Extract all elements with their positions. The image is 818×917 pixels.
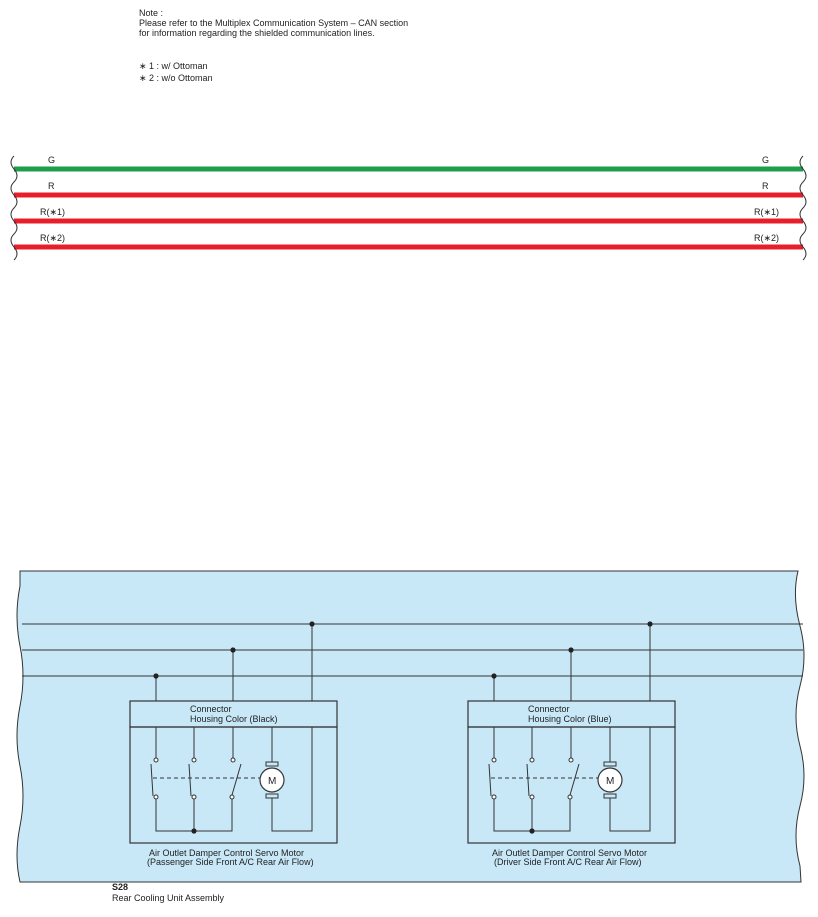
- junction-dot: [309, 621, 315, 627]
- switch-blade: [150, 763, 154, 797]
- ground-dot: [191, 828, 197, 834]
- legend-item-ottoman: ∗ 1 : w/ Ottoman: [139, 61, 208, 71]
- wire-harness: G G R R R(∗1) R(∗1) R(∗2) R(∗2): [10, 155, 807, 261]
- component-name: Air Outlet Damper Control Servo Motor: [492, 848, 647, 858]
- note-line: for information regarding the shielded c…: [139, 28, 375, 38]
- motor-symbol: M: [606, 776, 614, 787]
- legend-item-no-ottoman: ∗ 2 : w/o Ottoman: [139, 73, 213, 83]
- wire-red: R R: [14, 181, 803, 198]
- note: Note : Please refer to the Multiplex Com…: [139, 8, 408, 38]
- wire-label-right: R(∗2): [754, 233, 779, 243]
- terminal: [529, 794, 535, 800]
- terminal: [529, 757, 535, 763]
- note-line: Please refer to the Multiplex Communicat…: [139, 18, 409, 28]
- terminal: [191, 794, 197, 800]
- switch-blade: [526, 763, 530, 797]
- motor-icon: M: [259, 761, 285, 799]
- note-heading: Note :: [139, 8, 164, 18]
- component-name: Air Outlet Damper Control Servo Motor: [149, 848, 304, 858]
- rear-cooling-unit-panel: Connector Housing Color (Black) M Air: [16, 570, 805, 883]
- component-name-detail: (Passenger Side Front A/C Rear Air Flow): [147, 857, 314, 867]
- wire-label-right: R(∗1): [754, 207, 779, 217]
- terminal: [491, 757, 497, 763]
- terminal: [230, 757, 236, 763]
- terminal: [491, 794, 497, 800]
- assembly-caption: S28 Rear Cooling Unit Assembly: [112, 882, 224, 904]
- junction-dot: [491, 673, 497, 679]
- connector-color-label: Housing Color (Blue): [528, 714, 612, 724]
- switch-blade: [488, 763, 492, 797]
- wire-label-left: R: [48, 181, 55, 191]
- terminal: [191, 757, 197, 763]
- motor-symbol: M: [268, 776, 276, 787]
- wire-red-no-ottoman: R(∗2) R(∗2): [14, 233, 803, 250]
- terminal: [153, 794, 159, 800]
- assembly-background: [16, 570, 805, 883]
- wire-label-left: R(∗2): [40, 233, 65, 243]
- break-mark-left: [10, 155, 18, 261]
- switch-blade: [569, 763, 580, 796]
- connector-label: Connector: [528, 704, 570, 714]
- terminal: [568, 757, 574, 763]
- junction-dot: [153, 673, 159, 679]
- switch-blade: [231, 763, 242, 796]
- option-legend: ∗ 1 : w/ Ottoman ∗ 2 : w/o Ottoman: [139, 60, 213, 84]
- junction-dot: [230, 647, 236, 653]
- wire-label-left: R(∗1): [40, 207, 65, 217]
- ground-dot: [529, 828, 535, 834]
- break-mark-right: [799, 155, 807, 261]
- connector-color-label: Housing Color (Black): [190, 714, 278, 724]
- assembly-code: S28: [112, 882, 129, 892]
- switch-blade: [188, 763, 192, 797]
- terminal: [229, 794, 235, 800]
- wire-red-ottoman: R(∗1) R(∗1): [14, 207, 803, 224]
- wire-green: G G: [14, 155, 803, 172]
- junction-dot: [568, 647, 574, 653]
- connector-label: Connector: [190, 704, 232, 714]
- wire-label-right: G: [762, 155, 769, 165]
- servo-motor-passenger: Connector Housing Color (Black) M Air: [129, 621, 338, 867]
- terminal: [567, 794, 573, 800]
- wire-label-right: R: [762, 181, 769, 191]
- motor-icon: M: [597, 761, 623, 799]
- assembly-name: Rear Cooling Unit Assembly: [112, 893, 225, 903]
- wire-label-left: G: [48, 155, 55, 165]
- junction-dot: [647, 621, 653, 627]
- terminal: [153, 757, 159, 763]
- component-name-detail: (Driver Side Front A/C Rear Air Flow): [494, 857, 642, 867]
- servo-motor-driver: Connector Housing Color (Blue) M Air Out…: [467, 621, 676, 867]
